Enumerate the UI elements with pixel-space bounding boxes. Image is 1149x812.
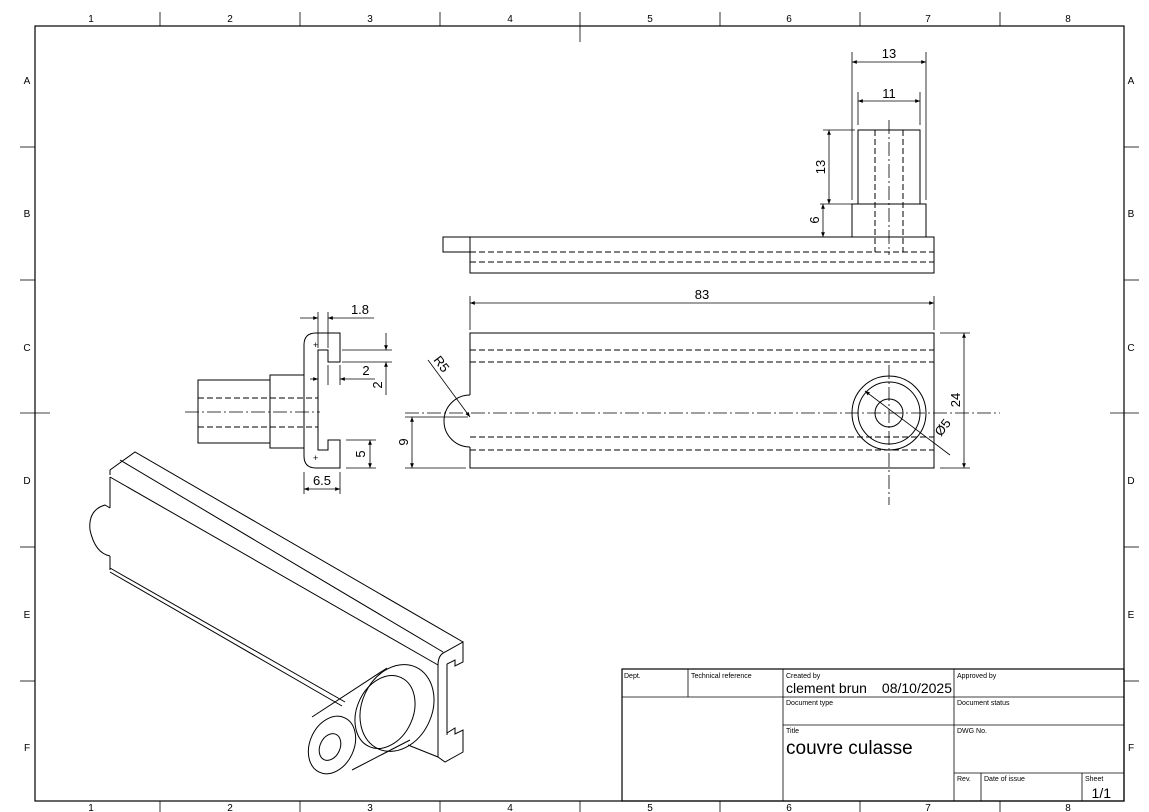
- document-type-label: Document type: [786, 700, 833, 707]
- column-label: 4: [507, 803, 513, 812]
- row-label: D: [1127, 476, 1134, 487]
- created-by-value: clement brun: [786, 680, 867, 696]
- column-label: 7: [925, 14, 931, 25]
- column-label: 6: [786, 14, 792, 25]
- column-label: 8: [1065, 803, 1071, 812]
- elevation-view: 13 11 13 6: [442, 46, 935, 274]
- created-date-value: 08/10/2025: [882, 680, 952, 696]
- sheet-frame: 1 2 3 4 5 6 7 8 1 2 3 4 5 6 7 8 A B C D …: [20, 12, 1139, 812]
- dim-side-thickness: 1.8: [351, 302, 369, 317]
- dim-side-groove: 2: [362, 363, 369, 378]
- dim-side-depth: 6.5: [313, 473, 331, 488]
- row-label: B: [24, 209, 31, 220]
- front-view: 83 24 9 R5 Ø5: [396, 287, 1000, 505]
- dim-radius: R5: [431, 353, 453, 375]
- row-label: C: [23, 343, 30, 354]
- svg-text:+: +: [313, 340, 318, 350]
- created-by-label: Created by: [786, 673, 821, 680]
- sheet-number: 1/1: [1092, 785, 1112, 801]
- row-label: A: [24, 76, 31, 87]
- row-label: F: [24, 743, 30, 754]
- dim-width: 24: [948, 393, 963, 407]
- sheet-label: Sheet: [1085, 776, 1103, 783]
- column-label: 5: [647, 14, 653, 25]
- dim-top-height-base: 6: [807, 216, 822, 223]
- column-label: 3: [367, 803, 373, 812]
- column-label: 3: [367, 14, 373, 25]
- column-label: 1: [88, 14, 94, 25]
- revision-label: Rev.: [957, 776, 971, 783]
- dim-offset: 9: [396, 438, 411, 445]
- row-label: C: [1127, 343, 1134, 354]
- drawing-title: couvre culasse: [786, 738, 913, 759]
- column-label: 1: [88, 803, 94, 812]
- side-view: + + 1.8 2 2 5 6.5: [185, 302, 392, 494]
- row-label: E: [24, 610, 31, 621]
- dim-top-width-outer: 13: [882, 46, 896, 61]
- isometric-view: [89, 451, 464, 775]
- column-label: 2: [227, 803, 233, 812]
- row-label: D: [23, 476, 30, 487]
- column-label: 6: [786, 803, 792, 812]
- column-label: 5: [647, 803, 653, 812]
- column-label: 7: [925, 803, 931, 812]
- row-label: A: [1128, 76, 1135, 87]
- column-label: 4: [507, 14, 513, 25]
- row-label: F: [1128, 743, 1134, 754]
- title-block: Dept. Technical reference Created by cle…: [621, 668, 1125, 802]
- dim-length: 83: [695, 287, 709, 302]
- title-label: Title: [786, 728, 799, 735]
- dim-side-groove-vertical: 2: [370, 381, 385, 388]
- dim-hole-diameter: Ø5: [931, 416, 953, 439]
- dim-top-height-boss: 13: [813, 160, 828, 174]
- dim-side-lip: 5: [353, 450, 368, 457]
- row-label: B: [1128, 209, 1135, 220]
- approved-by-label: Approved by: [957, 673, 997, 680]
- dept-label: Dept.: [624, 673, 641, 680]
- document-status-label: Document status: [957, 700, 1010, 707]
- svg-text:+: +: [313, 453, 318, 463]
- row-label: E: [1128, 610, 1135, 621]
- column-label: 2: [227, 14, 233, 25]
- column-label: 8: [1065, 14, 1071, 25]
- dwg-number-label: DWG No.: [957, 728, 987, 735]
- date-of-issue-label: Date of issue: [984, 776, 1025, 783]
- dim-top-width-inner: 11: [882, 86, 896, 101]
- technical-reference-label: Technical reference: [691, 673, 752, 680]
